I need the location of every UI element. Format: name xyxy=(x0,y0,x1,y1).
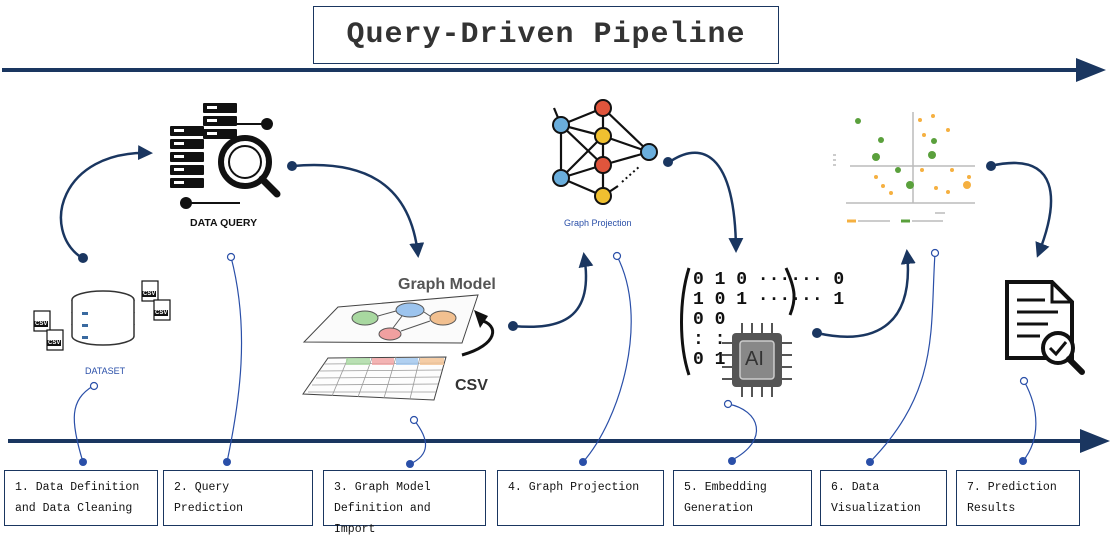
step-4-line1: 4. Graph Projection xyxy=(508,481,640,494)
step-box-3: 3. Graph Model Definition and Import xyxy=(323,470,486,536)
graph-model-table-icon xyxy=(302,294,495,401)
flow-arrows xyxy=(59,145,1053,338)
ai-chip-binary-icon xyxy=(680,267,796,397)
csv-file-label: CSV xyxy=(155,310,168,316)
flow-arrow-dataset-to-query xyxy=(59,145,153,260)
connector-solid-dots xyxy=(79,457,1027,468)
flow-arrow-visualization-to-results xyxy=(989,161,1053,258)
step-box-6: 6. Data Visualization xyxy=(820,470,947,526)
step-5-line1: 5. Embedding xyxy=(684,481,767,494)
page-title: Query-Driven Pipeline xyxy=(346,18,746,52)
step-3-line1: 3. Graph Model xyxy=(334,481,431,494)
step-1-line2: and Data Cleaning xyxy=(15,502,133,515)
pipeline-diagram xyxy=(2,58,1110,468)
flow-arrow-embedding-to-visualization xyxy=(816,249,916,338)
binary-row: 0 1 0 ······ 0 xyxy=(693,270,845,290)
step-5-line2: Generation xyxy=(684,502,754,515)
csv-label: CSV xyxy=(455,377,488,394)
top-timeline-arrow xyxy=(2,58,1106,82)
database-csv-icon xyxy=(33,280,171,351)
document-check-icon xyxy=(1005,280,1085,375)
bottom-timeline-arrow xyxy=(8,429,1110,453)
step-3-line2: Definition and Import xyxy=(334,502,431,536)
ai-chip-label: AI xyxy=(745,348,764,370)
csv-file-label: CSV xyxy=(48,340,61,346)
binary-row: : : xyxy=(693,330,726,350)
step-6-line1: 6. Data xyxy=(831,481,880,494)
flow-arrow-query-to-graph-model xyxy=(292,163,425,258)
server-search-icon xyxy=(170,103,281,209)
step-box-5: 5. Embedding Generation xyxy=(673,470,812,526)
connector-open-dots xyxy=(89,248,1029,425)
network-graph-icon xyxy=(552,99,658,205)
step-box-7: 7. Prediction Results xyxy=(956,470,1080,526)
binary-row: 0 1 xyxy=(693,350,726,370)
step-7-line1: 7. Prediction xyxy=(967,481,1057,494)
flow-arrow-dots xyxy=(78,157,996,338)
binary-row: 0 0 xyxy=(693,310,726,330)
step-connectors xyxy=(73,252,1037,465)
graph-projection-label: Graph Projection xyxy=(564,218,632,228)
csv-file-label: CSV xyxy=(35,321,48,327)
dataset-label: DATASET xyxy=(85,366,126,376)
step-6-line2: Visualization xyxy=(831,502,921,515)
step-2-line1: 2. Query Prediction xyxy=(174,481,244,515)
step-box-1: 1. Data Definition and Data Cleaning xyxy=(4,470,158,526)
flow-arrow-projection-to-embedding xyxy=(667,151,744,253)
title-box: Query-Driven Pipeline xyxy=(313,6,779,64)
step-1-line1: 1. Data Definition xyxy=(15,481,140,494)
binary-row: 1 0 1 ······ 1 xyxy=(693,290,845,310)
csv-file-label: CSV xyxy=(143,291,156,297)
step-box-2: 2. Query Prediction xyxy=(163,470,313,526)
scatter-plot-icon xyxy=(833,112,975,223)
data-query-label: DATA QUERY xyxy=(190,217,258,229)
step-7-line2: Results xyxy=(967,502,1016,515)
step-box-4: 4. Graph Projection xyxy=(497,470,664,526)
flow-arrow-graph-model-to-projection xyxy=(512,252,594,328)
graph-model-label: Graph Model xyxy=(398,276,496,293)
